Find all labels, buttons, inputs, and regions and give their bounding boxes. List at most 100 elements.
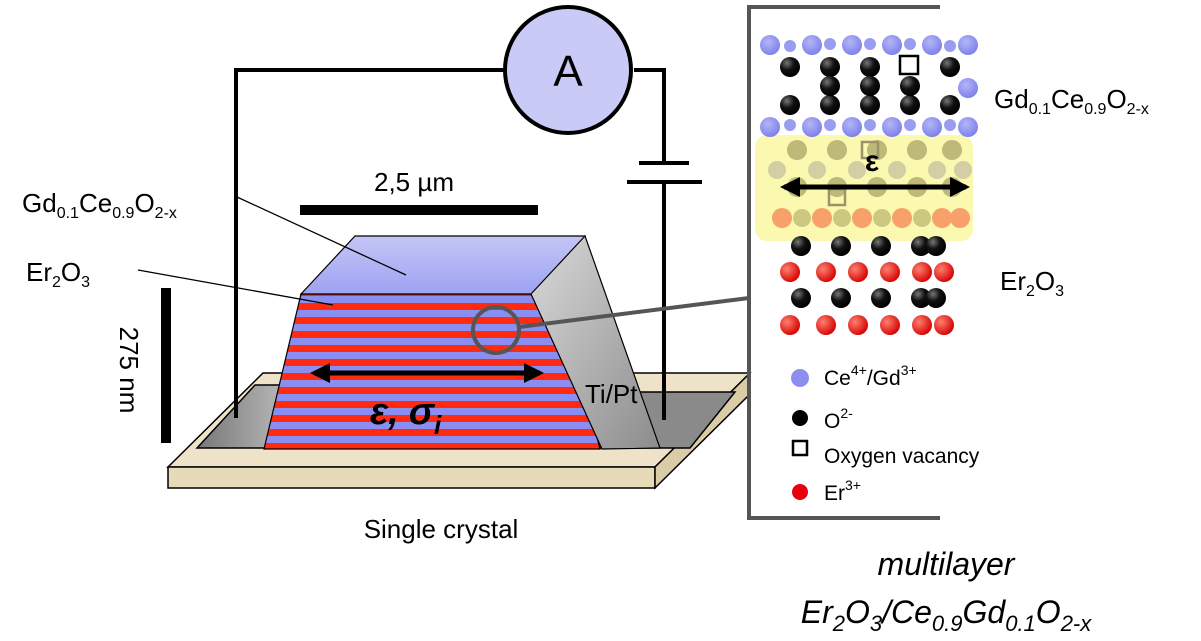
scale-bar-height-label: 275 nm [114,327,144,414]
gdc-stripe [264,324,600,331]
cation-atom [944,119,956,131]
legend-vacancy-label: Oxygen vacancy [824,445,980,468]
cation-atom [842,35,862,55]
svg-text:Gd0.1Ce0.9O2-x: Gd0.1Ce0.9O2-x [22,188,177,222]
cation-atom [958,35,978,55]
cation-atom [760,117,780,137]
cation-atom [958,117,978,137]
erbium-atom [848,315,868,335]
erbium-atom [912,315,932,335]
interface-atom [848,161,866,179]
substrate-label: Single crystal [364,514,519,544]
interface-er-atom [950,208,970,228]
svg-text:Er2O3: Er2O3 [26,257,90,291]
oxygen-atom [820,76,840,96]
zoom-er-label: Er2O3 [1000,266,1064,300]
oxygen-atom [820,95,840,115]
interface-er-atom [932,208,952,228]
oxygen-atom [860,57,880,77]
gdc-stripe [264,310,600,317]
cation-atom [802,117,822,137]
legend-oxygen-label: O2- [824,405,853,433]
gdc-stripe [264,380,600,387]
oxygen-atom [831,236,851,256]
interface-atom [873,209,891,227]
oxygen-atom [791,288,811,308]
vacancy-square [898,54,920,76]
interface-atom [913,209,931,227]
erbium-atom [934,315,954,335]
oxygen-atom [820,57,840,77]
interface-atom [954,161,972,179]
vertical-scale-bar [161,288,171,443]
gdc-stripe [264,436,600,443]
ammeter: A [503,5,633,135]
ammeter-label: A [553,47,583,96]
interface-vacancy [860,140,880,160]
interface-atom [787,140,807,160]
electrode-label: Ti/Pt [585,379,638,409]
legend-red-circle-icon [792,484,808,500]
caption-line1: multilayer [878,546,1016,582]
cation-atom [784,40,796,52]
interface-atom [942,140,962,160]
cation-atom [802,35,822,55]
cation-atom [842,117,862,137]
cation-atom [882,117,902,137]
oxygen-atom [926,288,946,308]
gdc-stripe [264,352,600,359]
cation-atom [882,35,902,55]
oxygen-atom [791,236,811,256]
cation-atom [784,119,796,131]
zoom-circle [471,305,521,355]
gdc-callout: Gd0.1Ce0.9O2-x [22,188,407,276]
legend-blue-circle-icon [791,369,809,387]
oxygen-atom [900,76,920,96]
gdc-stripe [264,422,600,429]
legend: Ce4+/Gd3+ O2- Oxygen vacancy Er3+ [791,362,980,505]
oxygen-atom [911,288,931,308]
erbium-atom [880,315,900,335]
interface-er-atom [772,208,792,228]
oxygen-atom [940,57,960,77]
interface-atom [833,209,851,227]
interface-atom [888,161,906,179]
erbium-atom [816,315,836,335]
cation-atom [760,35,780,55]
circuit-wires [234,68,702,420]
er-callout: Er2O3 [26,257,334,306]
interface-atom [808,161,826,179]
legend-cation-label: Ce4+/Gd3+ [824,362,917,390]
erbium-atom [880,262,900,282]
oxygen-atom [911,236,931,256]
oxygen-atom [940,95,960,115]
gdc-stripe [264,338,600,345]
interface-strain-label: ε [865,145,879,178]
oxygen-atom [780,95,800,115]
cation-atom [904,119,916,131]
gdc-stripe [264,408,600,415]
oxygen-atom [860,76,880,96]
oxygen-atom [926,236,946,256]
interface-atom [768,161,786,179]
cation-atom [864,38,876,50]
oxygen-atom [780,57,800,77]
gdc-stripe [264,296,600,303]
erbium-atom [934,262,954,282]
erbium-atom [780,262,800,282]
zoom-gdc-label: Gd0.1Ce0.9O2-x [994,84,1149,118]
gdc-stripe [264,394,600,401]
cation-atom [958,78,978,98]
zoom-connector [518,296,750,329]
oxygen-atom [860,95,880,115]
erbium-atom [912,262,932,282]
oxygen-atom [871,288,891,308]
cation-atom [864,119,876,131]
oxygen-atom [831,288,851,308]
interface-er-atom [812,208,832,228]
oxygen-atom [871,236,891,256]
multilayer-stack [263,234,661,450]
cation-atom [922,35,942,55]
legend-black-circle-icon [792,410,808,426]
